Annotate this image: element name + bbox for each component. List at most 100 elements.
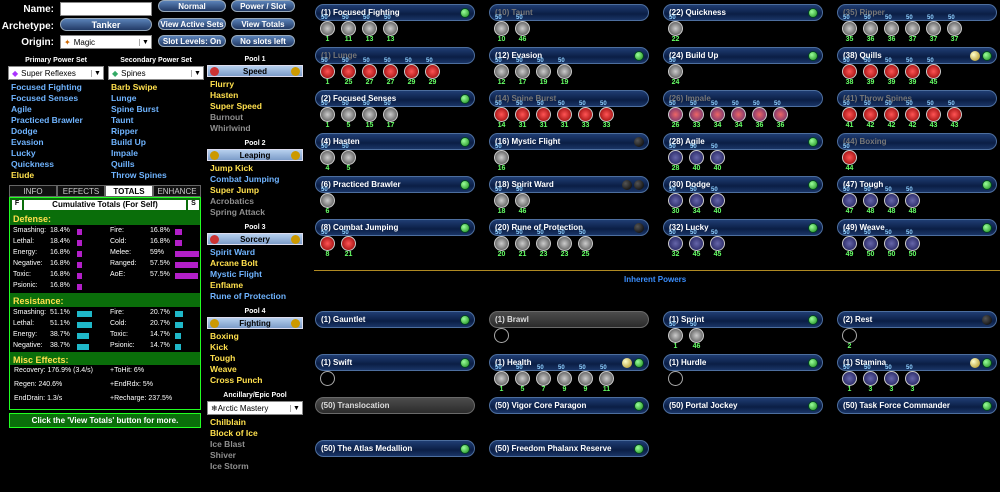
secondary-set-dropdown[interactable]: ◆Spines▼ <box>108 66 204 80</box>
power-list-item[interactable]: Dodge <box>11 126 38 136</box>
power-list-item[interactable]: Super Speed <box>210 101 262 111</box>
enhancement-slot-icon[interactable]: 50 <box>515 101 530 122</box>
power-list-item[interactable]: Enflame <box>210 280 244 290</box>
power-list-item[interactable]: Cross Punch <box>210 375 263 385</box>
view-totals-button[interactable]: View Totals <box>231 18 295 30</box>
enhancement-slot-icon[interactable]: 50 <box>341 15 356 36</box>
power-slot[interactable]: (1) Lunge <box>315 47 475 64</box>
power-slot[interactable]: (50) Portal Jockey <box>663 397 823 414</box>
enhancement-slot-icon[interactable]: 50 <box>668 15 683 36</box>
enhancement-slot-icon[interactable]: 50 <box>599 101 614 122</box>
enhancement-slot-icon[interactable]: 50 <box>404 58 419 79</box>
pool-selector[interactable]: Sorcery <box>207 233 303 245</box>
enhancement-slot-icon[interactable]: 50 <box>905 187 920 208</box>
power-slot[interactable]: (18) Spirit Ward <box>489 176 649 193</box>
power-list-item[interactable]: Ice Blast <box>210 439 245 449</box>
power-list-item[interactable]: Taunt <box>111 115 134 125</box>
enhancement-slot-icon[interactable]: 50 <box>926 58 941 79</box>
power-list-item[interactable]: Boxing <box>210 331 239 341</box>
power-slot[interactable]: (50) Freedom Phalanx Reserve <box>489 440 649 457</box>
enhancement-slot-icon[interactable]: 50 <box>515 15 530 36</box>
enhancement-slot-icon[interactable]: 50 <box>341 58 356 79</box>
power-slot-button[interactable]: Power / Slot <box>231 0 295 12</box>
enhancement-slot-icon[interactable]: 50 <box>494 101 509 122</box>
power-slot[interactable]: (35) Ripper <box>837 4 997 21</box>
enhancement-slot-icon[interactable]: 50 <box>494 144 509 165</box>
power-list-item[interactable]: Elude <box>11 170 35 180</box>
power-list-item[interactable]: Flurry <box>210 79 235 89</box>
enhancement-slot-icon[interactable]: 50 <box>668 101 683 122</box>
power-list-item[interactable]: Mystic Flight <box>210 269 262 279</box>
power-list-item[interactable]: Agile <box>11 104 32 114</box>
enhancement-slot-icon[interactable]: 50 <box>842 101 857 122</box>
enhancement-slot-icon[interactable]: 50 <box>494 187 509 208</box>
power-list-item[interactable]: Focused Fighting <box>11 82 82 92</box>
origin-dropdown[interactable]: ✦Magic▼ <box>60 35 152 49</box>
enhancement-slot-icon[interactable]: 50 <box>905 365 920 386</box>
enhancement-slot-icon[interactable]: 50 <box>689 101 704 122</box>
slot-levels-button[interactable]: Slot Levels: On <box>158 35 226 47</box>
enhancement-slot-icon[interactable]: 50 <box>320 101 335 122</box>
enhancement-slot-icon[interactable]: 50 <box>383 58 398 79</box>
power-list-item[interactable]: Burnout <box>210 112 244 122</box>
enhancement-slot-icon[interactable]: 50 <box>515 230 530 251</box>
enhancement-slot-icon[interactable]: 50 <box>689 187 704 208</box>
pool-selector[interactable]: Fighting <box>207 317 303 329</box>
enhancement-slot-icon[interactable]: 50 <box>947 15 962 36</box>
power-slot[interactable]: (1) Stamina <box>837 354 997 371</box>
power-slot[interactable]: (1) Focused Fighting <box>315 4 475 21</box>
power-list-item[interactable]: Focused Senses <box>11 93 79 103</box>
power-slot[interactable]: (6) Practiced Brawler <box>315 176 475 193</box>
enhancement-slot-icon[interactable]: 50 <box>383 15 398 36</box>
epic-pool-dropdown[interactable]: ❄ Arctic Mastery▼ <box>207 401 303 415</box>
power-list-item[interactable]: Spirit Ward <box>210 247 256 257</box>
power-list-item[interactable]: Lucky <box>11 148 36 158</box>
power-slot[interactable]: (24) Build Up <box>663 47 823 64</box>
enhancement-slot-icon[interactable]: 50 <box>926 15 941 36</box>
enhancement-slot-icon[interactable]: 50 <box>341 101 356 122</box>
enhancement-slot-icon[interactable]: 50 <box>926 101 941 122</box>
normal-button[interactable]: Normal <box>158 0 226 12</box>
enhancement-slot-icon[interactable]: 50 <box>557 58 572 79</box>
no-slots-button[interactable]: No slots left <box>231 35 295 47</box>
enhancement-slot-icon[interactable]: 50 <box>884 15 899 36</box>
power-list-item[interactable]: Barb Swipe <box>111 82 158 92</box>
power-slot[interactable]: (1) Brawl <box>489 311 649 328</box>
power-list-item[interactable]: Tough <box>210 353 236 363</box>
power-list-item[interactable]: Super Jump <box>210 185 260 195</box>
power-slot[interactable]: (20) Rune of Protection <box>489 219 649 236</box>
power-slot[interactable]: (1) Swift <box>315 354 475 371</box>
power-slot[interactable]: (30) Dodge <box>663 176 823 193</box>
enhancement-slot-icon[interactable]: 50 <box>710 230 725 251</box>
enhancement-slot-icon[interactable] <box>842 328 857 343</box>
enhancement-slot-icon[interactable]: 50 <box>710 101 725 122</box>
enhancement-slot-icon[interactable]: 50 <box>383 101 398 122</box>
enhancement-slot-icon[interactable] <box>494 328 509 343</box>
enhancement-slot-icon[interactable]: 50 <box>863 187 878 208</box>
power-slot[interactable]: (49) Weave <box>837 219 997 236</box>
tab-info[interactable]: INFO <box>9 185 57 197</box>
power-slot[interactable]: (50) Translocation <box>315 397 475 414</box>
power-slot[interactable]: (2) Rest <box>837 311 997 328</box>
enhancement-slot-icon[interactable]: 50 <box>362 15 377 36</box>
enhancement-slot-icon[interactable]: 50 <box>668 58 683 79</box>
power-list-item[interactable]: Ice Storm <box>210 461 249 471</box>
primary-set-dropdown[interactable]: ◆Super Reflexes▼ <box>8 66 104 80</box>
power-list-item[interactable]: Weave <box>210 364 237 374</box>
enhancement-slot-icon[interactable]: 50 <box>599 365 614 386</box>
enhancement-slot-icon[interactable]: 50 <box>905 58 920 79</box>
enhancement-slot-icon[interactable]: 50 <box>884 230 899 251</box>
enhancement-slot-icon[interactable]: 50 <box>341 144 356 165</box>
power-list-item[interactable]: Chilblain <box>210 417 246 427</box>
power-slot[interactable]: (50) The Atlas Medallion <box>315 440 475 457</box>
power-slot[interactable]: (1) Health <box>489 354 649 371</box>
enhancement-slot-icon[interactable]: 50 <box>362 101 377 122</box>
enhancement-slot-icon[interactable]: 50 <box>710 187 725 208</box>
pool-selector[interactable]: Leaping <box>207 149 303 161</box>
enhancement-slot-icon[interactable]: 50 <box>320 15 335 36</box>
enhancement-slot-icon[interactable]: 50 <box>842 230 857 251</box>
enhancement-slot-icon[interactable]: 50 <box>425 58 440 79</box>
enhancement-slot-icon[interactable]: 50 <box>689 322 704 343</box>
power-slot[interactable]: (32) Lucky <box>663 219 823 236</box>
enhancement-slot-icon[interactable]: 50 <box>884 365 899 386</box>
